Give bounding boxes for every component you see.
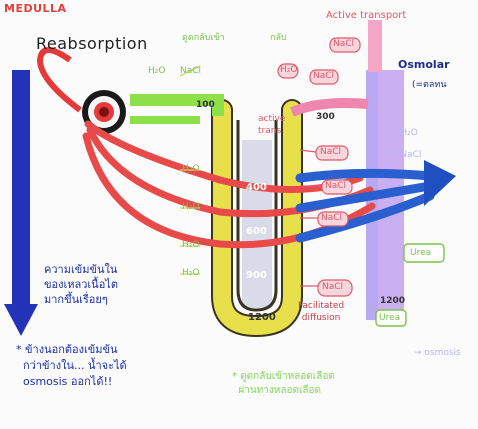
title-medulla: MEDULLA (4, 2, 67, 15)
note-concentration: ความเข้มข้นใน ของเหลวเนื้อไต มากขึ้นเรื่… (44, 262, 118, 307)
osmolarity-sub: (=ตลทน (412, 77, 447, 91)
label-nacl-2: NaCl (325, 181, 346, 191)
gradient-value-600: 600 (246, 226, 267, 237)
loop-inner-gradient (242, 140, 272, 308)
gradient-value-1200-duct: 1200 (380, 296, 405, 306)
label-h2o-1: H₂O (182, 164, 199, 174)
green-top-note-1: ดูดกลับเข้า (182, 30, 225, 44)
side-label-osmosis: → osmosis (414, 348, 461, 358)
heading-reabsorption: Reabsorption (36, 34, 148, 53)
gradient-value-400: 400 (246, 182, 267, 193)
gradient-value-100: 100 (196, 100, 215, 110)
label-nacl-bubble-2: NaCl (313, 71, 334, 81)
label-h2o-top: H₂O (148, 66, 165, 76)
active-transport-label: Active transport (326, 10, 406, 21)
label-h2o-2: H₂O (182, 202, 199, 212)
label-h2o-4: H₂O (182, 268, 199, 278)
label-active-small: active (258, 114, 285, 124)
label-nacl-1: NaCl (320, 147, 341, 157)
side-label-nacl: → NaCl (390, 150, 421, 160)
facilitated-diffusion-label: Facilitated diffusion (298, 300, 344, 324)
gradient-value-300: 300 (316, 112, 335, 122)
label-nacl-4: NaCl (322, 282, 343, 292)
label-trans-small: trans (258, 126, 281, 136)
note-osmosis: * ข้างนอกต้องเข้มข้น กว่าข้างใน... น้ำจะ… (16, 342, 127, 390)
label-urea-1: Urea (410, 248, 431, 258)
label-nacl-3: NaCl (321, 213, 342, 223)
gradient-value-1200-loop: 1200 (248, 312, 276, 323)
green-top-note-2: กลับ (270, 30, 287, 44)
gradient-value-900: 900 (246, 270, 267, 281)
label-urea-2: Urea (379, 313, 400, 323)
label-nacl-top: NaCl (180, 66, 201, 76)
side-label-h2o: → H₂O (390, 128, 418, 138)
label-h2o-3: H₂O (182, 240, 199, 250)
collecting-duct-pink (368, 20, 382, 72)
osmolarity-label: Osmolar (398, 58, 450, 71)
label-nacl-bubble-1: NaCl (333, 39, 354, 49)
note-reabsorb-vessel: * ดูดกลับเข้าหลอดเลือด ผ่านทางหลอดเลือด (232, 370, 335, 398)
label-h2o-bubble: H₂O (280, 65, 297, 75)
